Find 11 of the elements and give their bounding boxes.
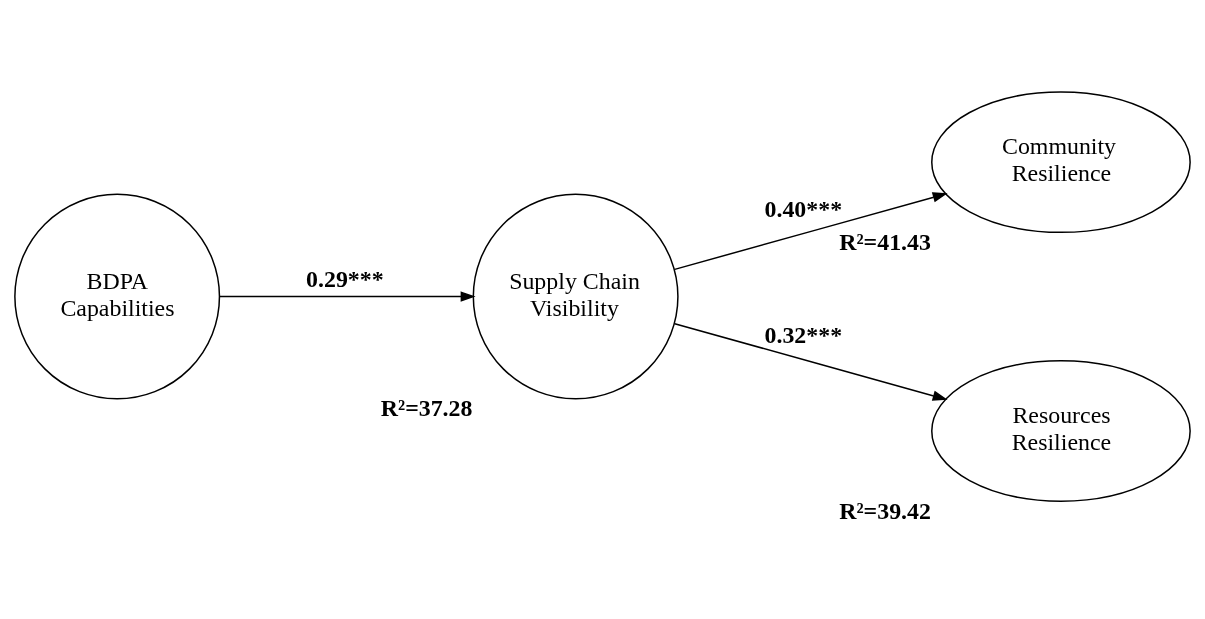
edge-label: 0.32*** — [764, 321, 843, 348]
node-label: R²=37.28 — [380, 394, 473, 421]
node-circle: BDPA Capabilities — [14, 193, 221, 400]
node-circle: Supply Chain Visibility — [472, 193, 679, 400]
arrow — [219, 290, 476, 302]
node-label: R²=39.42 — [839, 497, 931, 524]
arrow — [673, 322, 948, 401]
arrow — [673, 191, 948, 270]
node-label: R²=41.43 — [839, 228, 931, 255]
edge-label: 0.29*** — [306, 265, 384, 292]
edge-label: 0.40*** — [764, 195, 843, 222]
